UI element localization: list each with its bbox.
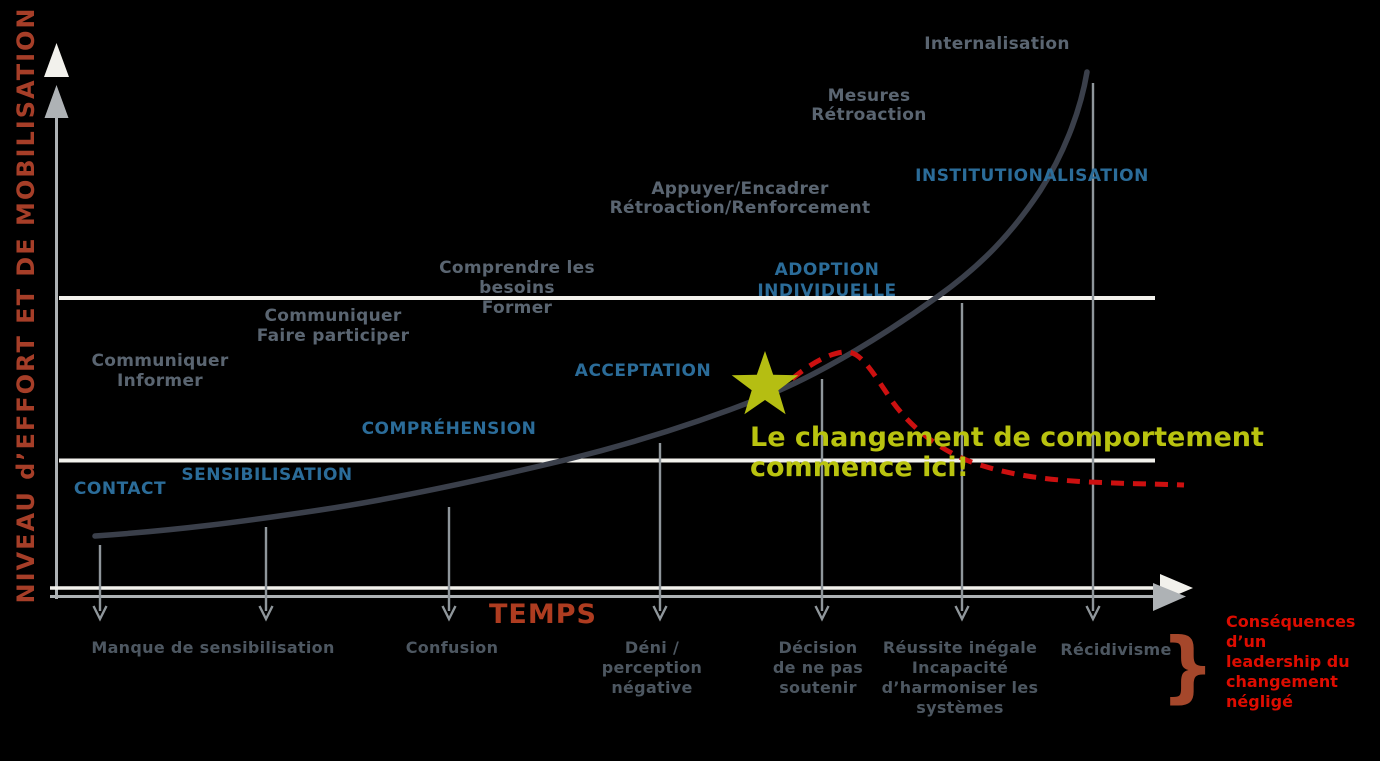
stage-label-adoption-individuelle: ADOPTION INDIVIDUELLE xyxy=(757,260,897,301)
connector-arrow-5 xyxy=(814,379,830,622)
stage-label-comprehension: COMPRÉHENSION xyxy=(361,419,537,439)
effort-curve xyxy=(92,69,1090,539)
activity-label-comprendre-besoins-former: Comprendre les besoins Former xyxy=(439,258,595,318)
stage-label-institutionalisation: INSTITUTIONALISATION xyxy=(915,166,1149,186)
connector-arrow-7 xyxy=(1085,83,1101,622)
activity-label-internalisation: Internalisation xyxy=(924,34,1070,54)
stage-label-contact: CONTACT xyxy=(73,479,167,499)
behaviour-change-annotation: Le changement de comportement commence i… xyxy=(750,422,1264,483)
outcome-label-deni-perception-negative: Déni / perception négative xyxy=(601,638,703,697)
outcome-label-recidivisme: Récidivisme xyxy=(1060,640,1172,659)
connector-arrows xyxy=(92,83,1101,622)
y-axis-arrowhead-white-icon xyxy=(44,43,69,77)
x-axis-label: TEMPS xyxy=(489,599,597,630)
x-axis-arrowhead-gray-icon xyxy=(1153,583,1186,611)
connector-arrow-1 xyxy=(92,545,108,622)
activity-label-communiquer-informer: Communiquer Informer xyxy=(91,351,229,391)
connector-arrow-3 xyxy=(441,507,457,622)
activity-label-appuyer-encadrer: Appuyer/Encadrer Rétroaction/Renforcemen… xyxy=(609,179,871,218)
declining-dashed-curve xyxy=(790,349,1185,488)
y-axis-arrowhead-gray-icon xyxy=(44,85,69,118)
outcome-label-decision-ne-pas-soutenir: Décision de ne pas soutenir xyxy=(772,638,864,697)
activity-label-mesures-retroaction: Mesures Rétroaction xyxy=(811,86,927,125)
y-axis-label: NIVEAU d’EFFORT ET DE MOBILISATION xyxy=(12,6,40,604)
star-icon xyxy=(731,351,799,415)
stage-label-acceptation: ACCEPTATION xyxy=(574,361,712,381)
curly-brace-icon: } xyxy=(1160,620,1215,712)
consequences-text: Conséquences d’un leadership du changeme… xyxy=(1226,612,1356,711)
outcome-label-confusion: Confusion xyxy=(405,638,499,657)
activity-label-communiquer-faire-participer: Communiquer Faire participer xyxy=(256,306,410,346)
connector-arrow-2 xyxy=(258,527,274,622)
connector-arrow-4 xyxy=(652,443,668,622)
outcome-label-manque-sensibilisation: Manque de sensibilisation xyxy=(91,638,335,657)
stage-label-sensibilisation: SENSIBILISATION xyxy=(181,465,353,485)
outcome-label-reussite-inegale: Réussite inégale Incapacité d’harmoniser… xyxy=(881,638,1039,717)
